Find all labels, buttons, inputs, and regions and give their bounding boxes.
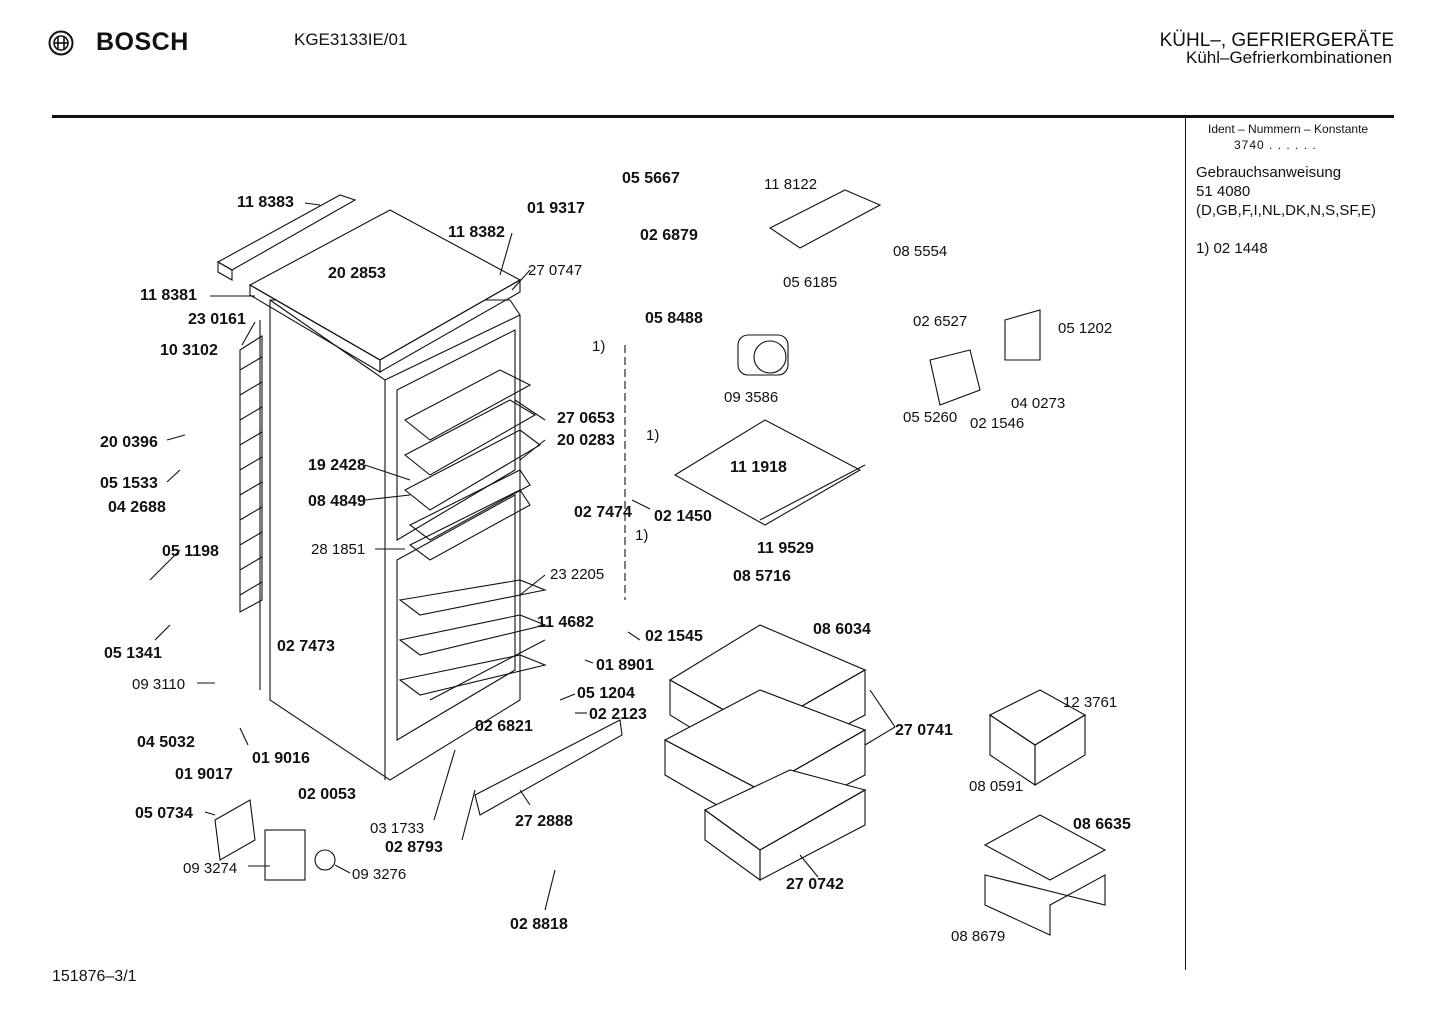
callout-118381: 11 8381: [140, 287, 197, 304]
footnote-marker-3: 1): [635, 527, 648, 544]
callout-026821: 02 6821: [475, 718, 533, 735]
callout-118383: 11 8383: [237, 194, 294, 211]
callout-027473: 02 7473: [277, 638, 335, 655]
callout-028818: 02 8818: [510, 916, 568, 933]
callout-051204: 05 1204: [577, 685, 635, 702]
callout-270653: 27 0653: [557, 410, 615, 427]
callout-119529: 11 9529: [757, 540, 814, 557]
callout-019317: 01 9317: [527, 200, 585, 217]
fan-housing: [737, 334, 789, 376]
top-cover: [248, 209, 522, 373]
callout-051198: 05 1198: [162, 543, 219, 560]
doc-number: 151876–3/1: [52, 968, 137, 985]
callout-021546: 02 1546: [970, 415, 1024, 432]
callout-270742: 27 0742: [786, 876, 844, 893]
callout-088679: 08 8679: [951, 928, 1005, 945]
callout-051533: 05 1533: [100, 475, 158, 492]
footnote-marker-2: 1): [646, 427, 659, 444]
ident-title: Ident – Nummern – Konstante: [1208, 122, 1369, 136]
top-vent-strip: [216, 194, 357, 281]
callout-021545: 02 1545: [645, 628, 703, 645]
header-rule: [52, 115, 1394, 118]
manual-number: 51 4080: [1196, 183, 1251, 200]
category-subtitle: Kühl–Gefrierkombinationen: [1185, 48, 1392, 67]
callout-085716: 08 5716: [733, 568, 791, 585]
brand-name: BOSCH: [96, 28, 189, 56]
callout-080591: 08 0591: [969, 778, 1023, 795]
model-number: KGE3133IE/01: [294, 30, 408, 49]
callout-270747: 27 0747: [528, 262, 582, 279]
fridge-shelves: [403, 369, 541, 561]
callout-026527: 02 6527: [913, 313, 967, 330]
callout-018901: 01 8901: [596, 657, 654, 674]
callout-093276: 09 3276: [352, 866, 406, 883]
callout-027474: 02 7474: [574, 504, 632, 521]
callout-200283: 20 0283: [557, 432, 615, 449]
callout-051202: 05 1202: [1058, 320, 1112, 337]
ident-value: 3740 . . . . . .: [1234, 138, 1317, 152]
callout-103102: 10 3102: [160, 342, 218, 359]
callout-093274: 09 3274: [183, 860, 237, 877]
freezer-drawers: [663, 624, 867, 882]
callout-093586: 09 3586: [724, 389, 778, 406]
brand: BOSCH: [48, 28, 189, 57]
freezer-grids: [398, 579, 547, 701]
sidebar-divider: [1185, 118, 1186, 970]
callout-114682: 11 4682: [537, 614, 594, 631]
glass-shelf: [673, 419, 866, 526]
callout-058488: 05 8488: [645, 310, 703, 327]
front-grille: [474, 719, 623, 816]
callout-019017: 01 9017: [175, 766, 233, 783]
manual-languages: (D,GB,F,I,NL,DK,N,S,SF,E): [1196, 202, 1377, 219]
cabinet-body: [259, 299, 521, 781]
bosch-logo-icon: [48, 30, 74, 55]
callout-270741: 27 0741: [895, 722, 953, 739]
callout-086034: 08 6034: [813, 621, 871, 638]
callout-200396: 20 0396: [100, 434, 158, 451]
callout-031733: 03 1733: [370, 820, 424, 837]
callout-labels: 11 8383 11 8382 20 2853 27 0747 11 8381 …: [100, 170, 1131, 945]
callout-051341: 05 1341: [104, 645, 162, 662]
callout-045032: 04 5032: [137, 734, 195, 751]
manual-title: Gebrauchsanweisung: [1196, 164, 1342, 181]
callout-192428: 19 2428: [308, 457, 366, 474]
callout-055667: 05 5667: [622, 170, 680, 187]
callout-084849: 08 4849: [308, 493, 366, 510]
lamp-cover: [929, 309, 1041, 406]
callout-028793: 02 8793: [385, 839, 443, 856]
callout-026879: 02 6879: [640, 227, 698, 244]
callout-093110: 09 3110: [132, 676, 185, 693]
control-box: [768, 189, 882, 249]
exploded-parts-diagram: 11 8383 11 8382 20 2853 27 0747 11 8381 …: [100, 170, 1131, 945]
footnote: 1) 02 1448: [1196, 240, 1268, 257]
callout-019016: 01 9016: [252, 750, 310, 767]
callout-040273: 04 0273: [1011, 395, 1065, 412]
callout-118122: 11 8122: [764, 176, 817, 193]
footnote-marker-1: 1): [592, 338, 605, 355]
callout-123761: 12 3761: [1063, 694, 1117, 711]
callout-086635: 08 6635: [1073, 816, 1131, 833]
callout-021450: 02 1450: [654, 508, 712, 525]
callout-020053: 02 0053: [298, 786, 356, 803]
callout-055260: 05 5260: [903, 409, 957, 426]
category-title: KÜHL–, GEFRIERGERÄTE: [1159, 30, 1394, 51]
callout-281851: 28 1851: [311, 541, 365, 558]
callout-230161: 23 0161: [188, 311, 246, 328]
callout-111918: 11 1918: [730, 459, 787, 476]
ice-tray: [983, 689, 1107, 936]
callout-085554: 08 5554: [893, 243, 947, 260]
callout-056185: 05 6185: [783, 274, 837, 291]
callout-042688: 04 2688: [108, 499, 166, 516]
callout-202853: 20 2853: [328, 265, 386, 282]
condenser-coil: [239, 334, 263, 613]
fan-motor: [214, 799, 336, 881]
callout-272888: 27 2888: [515, 813, 573, 830]
callout-232205: 23 2205: [550, 566, 604, 583]
callout-022123: 02 2123: [589, 706, 647, 723]
callout-118382: 11 8382: [448, 224, 505, 241]
leader-lines: [149, 202, 896, 911]
callout-050734: 05 0734: [135, 805, 193, 822]
